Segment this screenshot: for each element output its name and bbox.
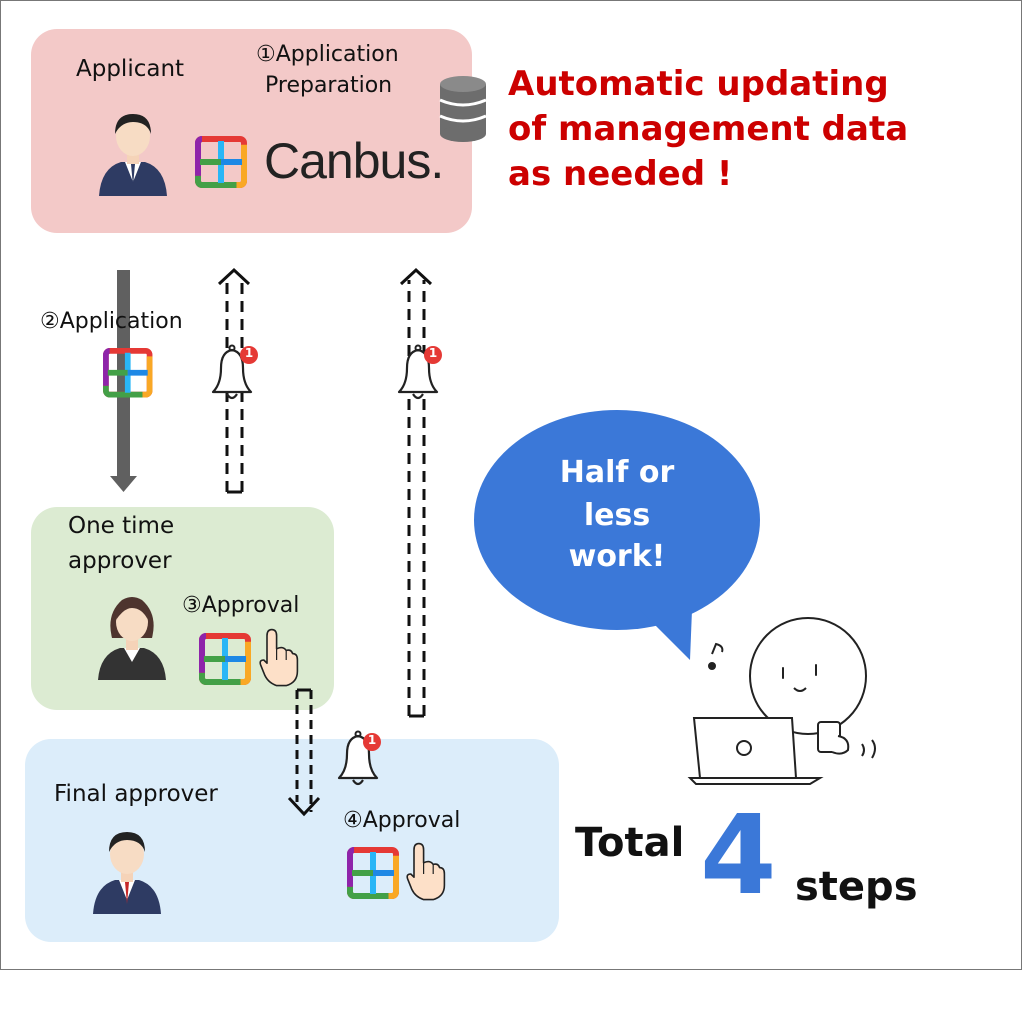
notification-badge-1-count: 1 [244,346,254,360]
total-suffix: steps [795,864,918,910]
one-time-approver-line-1: One time [68,513,175,539]
applicant-panel [31,29,472,233]
one-time-approver-avatar [98,597,166,680]
application-arrow [110,270,137,492]
total-prefix: Total [575,820,685,866]
pointing-hand-icon [406,842,446,901]
notification-badge-2 [424,346,442,364]
step3-approval-label: ③Approval [182,593,300,618]
step2-application-label: ②Application [40,309,183,334]
bubble-line-2: less [583,498,651,533]
final-approver-label: Final approver [54,781,218,807]
database-icon [439,76,487,142]
notification-badge-2-count: 1 [428,346,438,360]
one-time-approver-line-2: approver [68,548,172,574]
approval-logo-icon-3 [202,636,248,682]
applicant-avatar [99,114,167,196]
notification-badge-3-count: 1 [367,733,377,747]
applicant-label: Applicant [76,56,185,82]
final-approver-avatar [93,832,161,914]
canbus-logo-icon [198,139,244,185]
step4-approval-label: ④Approval [343,808,461,833]
bubble-line-3: work! [568,539,666,574]
headline-line-3: as needed ! [508,154,733,194]
diagram-frame [0,0,1022,970]
application-logo-icon [106,351,150,395]
approval-logo-icon-4 [350,850,396,896]
speech-bubble [474,410,760,660]
character-with-laptop-illustration [687,617,876,785]
step1-preparation-label: Preparation [265,73,393,98]
notification-badge-3 [363,733,381,751]
pointing-hand-icon [259,628,299,687]
notification-arrow-2 [399,267,433,718]
total-number: 4 [700,791,777,919]
notification-badge-1 [240,346,258,364]
canbus-logo-text: Canbus. [264,133,444,189]
headline-line-2: of management data [508,109,909,149]
headline-line-1: Automatic updating [508,64,889,104]
step1-application-label: ①Application [256,42,399,67]
notification-arrow-1 [217,267,251,494]
approval-forward-arrow [287,688,321,817]
bubble-line-1: Half or [559,455,675,490]
